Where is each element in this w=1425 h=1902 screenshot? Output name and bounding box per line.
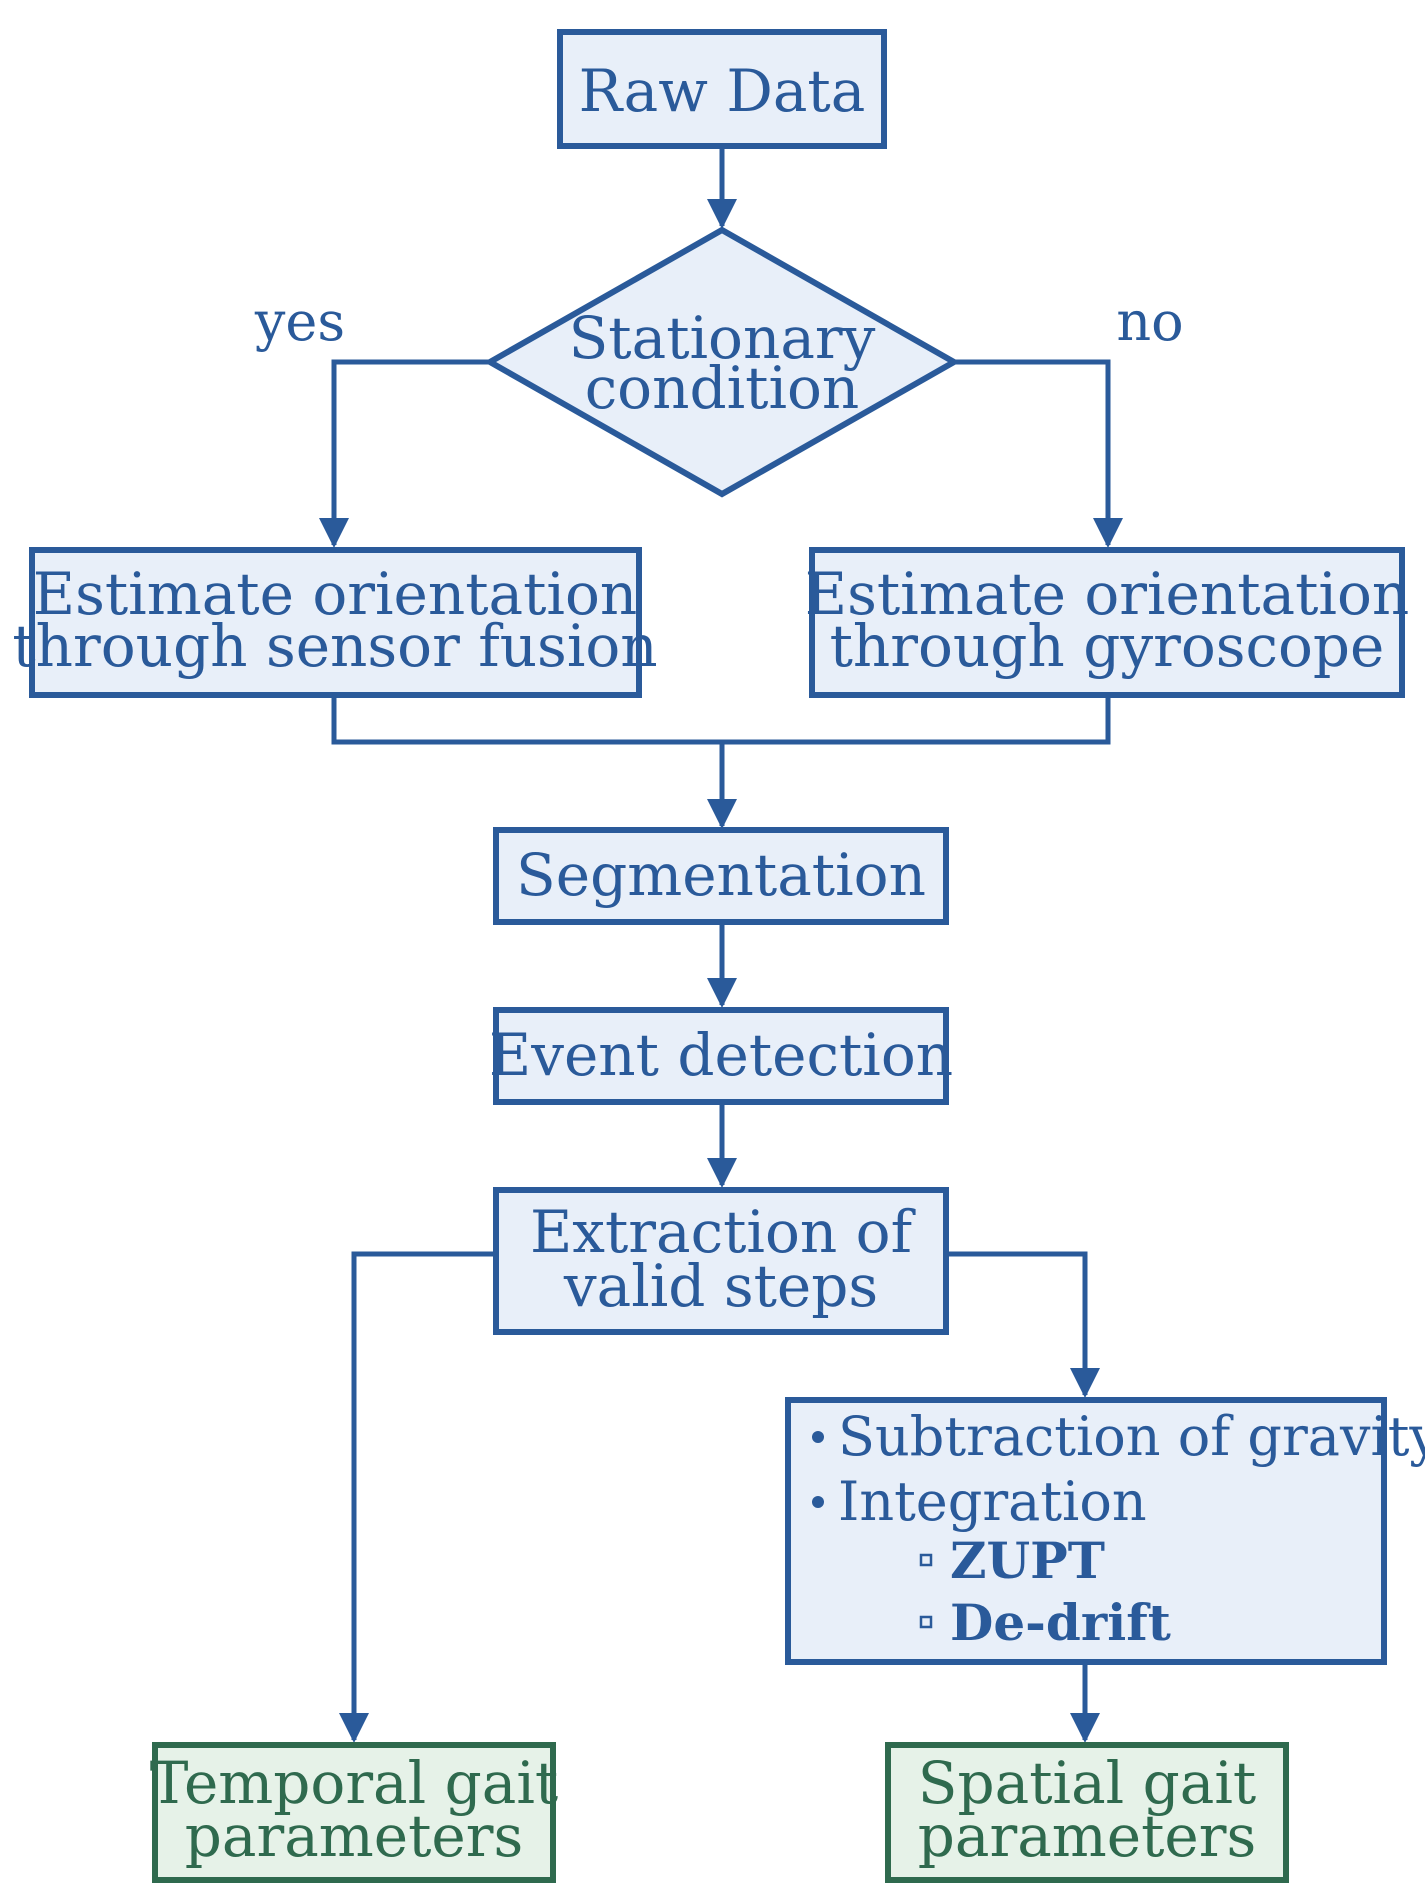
node-spatial-line-2: parameters [918, 1802, 1256, 1870]
node-stationary-line-1: Stationary [569, 304, 876, 372]
processing-subitem-1: ZUPT [950, 1531, 1105, 1590]
node-gyro-line-1: Estimate orientation [805, 560, 1410, 628]
node-raw-data-label: Raw Data [579, 57, 866, 125]
bullet-icon [812, 1431, 824, 1443]
edge-no-branch [954, 359, 1123, 548]
node-extraction: Extraction of valid steps [493, 1187, 949, 1335]
node-extraction-line-2: valid steps [563, 1252, 878, 1320]
edge-yes-branch [319, 359, 490, 548]
node-segmentation-label: Segmentation [516, 841, 926, 909]
node-event-detection: Event detection [489, 1007, 953, 1105]
edge-fusion-merge [331, 695, 722, 745]
node-gyroscope: Estimate orientation through gyroscope [805, 547, 1410, 698]
edges [319, 146, 1123, 1743]
node-fusion-line-1: Estimate orientation [33, 560, 638, 628]
edge-extraction-to-processing [946, 1251, 1100, 1398]
processing-subitem-2: De-drift [950, 1593, 1171, 1652]
edge-label-no: no [1116, 290, 1183, 353]
node-fusion-line-2: through sensor fusion [12, 612, 657, 680]
node-extraction-line-1: Extraction of [530, 1198, 916, 1266]
node-raw-data: Raw Data [557, 29, 887, 149]
square-bullet-icon [919, 1553, 933, 1567]
node-temporal-line-1: Temporal gait [150, 1749, 558, 1817]
node-spatial-line-1: Spatial gait [918, 1749, 1256, 1817]
edge-label-yes: yes [254, 290, 345, 353]
bullet-icon [812, 1496, 824, 1508]
node-temporal-line-2: parameters [185, 1802, 523, 1870]
edge-extraction-to-temporal [339, 1251, 496, 1743]
square-bullet-icon [919, 1615, 933, 1629]
processing-item-1: Subtraction of gravity [838, 1405, 1425, 1468]
node-processing: Subtraction of gravity Integration ZUPT … [785, 1397, 1425, 1665]
node-gyro-line-2: through gyroscope [830, 612, 1385, 680]
edge-gyro-merge [722, 695, 1111, 745]
node-stationary-condition: Stationary condition [483, 226, 961, 498]
node-stationary-line-2: condition [585, 354, 860, 422]
node-event-detection-label: Event detection [489, 1021, 953, 1089]
processing-item-2: Integration [838, 1470, 1147, 1533]
node-spatial-gait: Spatial gait parameters [885, 1742, 1289, 1883]
node-temporal-gait: Temporal gait parameters [150, 1742, 558, 1883]
node-sensor-fusion: Estimate orientation through sensor fusi… [12, 547, 658, 698]
node-segmentation: Segmentation [493, 827, 949, 925]
